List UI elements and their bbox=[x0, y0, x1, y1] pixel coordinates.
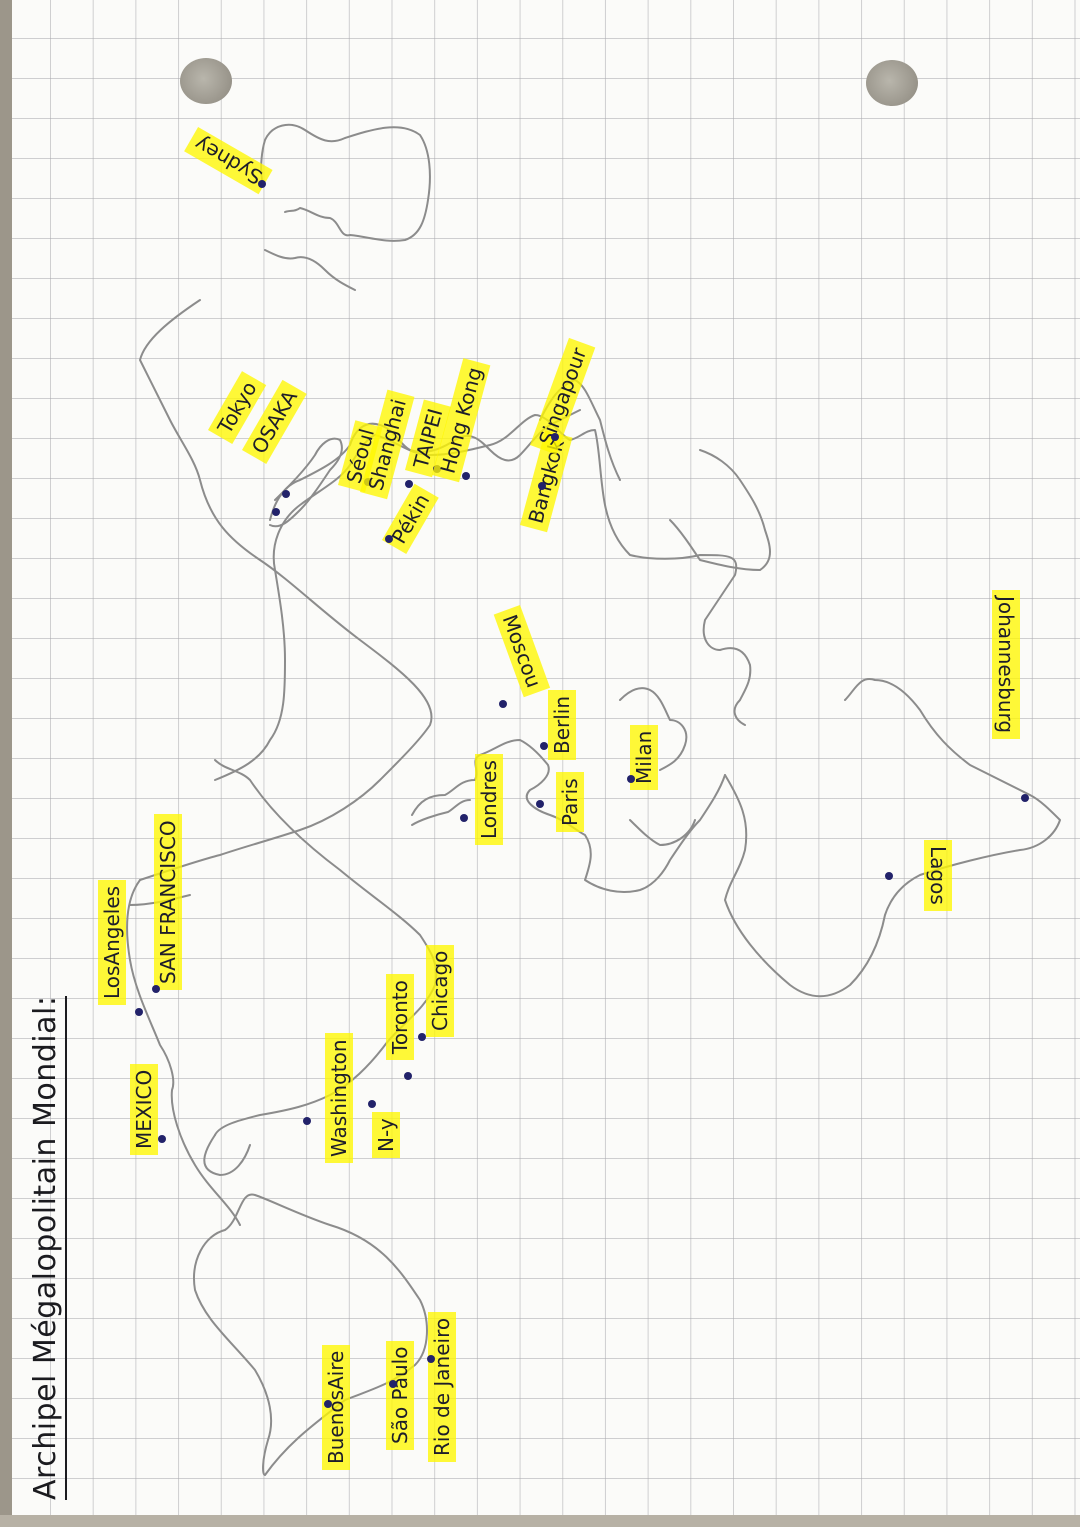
city-dot-hong-kong[interactable] bbox=[462, 472, 470, 480]
city-label-mexico: MEXICO bbox=[130, 1063, 158, 1155]
city-dot-milan[interactable] bbox=[627, 775, 635, 783]
city-label-new-york: N-y bbox=[372, 1112, 400, 1158]
punch-hole-icon bbox=[180, 58, 232, 104]
city-dot-washington[interactable] bbox=[303, 1117, 311, 1125]
city-label-san-francisco: SAN FRANCISCO bbox=[154, 814, 182, 990]
paper-bottom-edge bbox=[0, 1515, 1080, 1527]
city-label-washington: Washington bbox=[325, 1033, 353, 1163]
uk-outline bbox=[411, 799, 471, 826]
paper-left-edge bbox=[0, 0, 12, 1527]
city-label-toronto: Toronto bbox=[386, 974, 414, 1060]
city-label-paris: Paris bbox=[556, 772, 584, 832]
city-dot-londres[interactable] bbox=[460, 814, 468, 822]
city-dot-new-york[interactable] bbox=[368, 1100, 376, 1108]
city-dot-sydney[interactable] bbox=[258, 180, 266, 188]
city-dot-toronto[interactable] bbox=[404, 1072, 412, 1080]
city-dot-buenos-aires[interactable] bbox=[324, 1400, 332, 1408]
city-label-johannesburg: Johannesburg bbox=[992, 590, 1020, 740]
city-label-rio-de-janeiro: Rio de Janeiro bbox=[428, 1311, 456, 1462]
city-dot-mexico[interactable] bbox=[158, 1135, 166, 1143]
city-dot-pekin[interactable] bbox=[385, 535, 393, 543]
city-dot-chicago[interactable] bbox=[418, 1033, 426, 1041]
gulf-outline bbox=[203, 1134, 251, 1176]
city-dot-singapour[interactable] bbox=[551, 433, 559, 441]
punch-hole-icon bbox=[866, 60, 918, 106]
australia-outline bbox=[260, 123, 431, 242]
grid-paper bbox=[12, 0, 1080, 1515]
city-label-berlin: Berlin bbox=[548, 689, 576, 760]
city-dot-shanghai[interactable] bbox=[405, 480, 413, 488]
new-guinea-outline bbox=[264, 249, 356, 291]
central-america-outline bbox=[126, 879, 241, 1226]
city-dot-los-angeles[interactable] bbox=[135, 1008, 143, 1016]
city-label-chicago: Chicago bbox=[426, 944, 454, 1037]
city-dot-johannesburg[interactable] bbox=[1021, 794, 1029, 802]
city-dot-san-francisco[interactable] bbox=[152, 985, 160, 993]
city-dot-lagos[interactable] bbox=[885, 872, 893, 880]
eurasia-outline bbox=[214, 414, 752, 781]
city-dot-sao-paulo[interactable] bbox=[389, 1380, 397, 1388]
city-label-lagos: Lagos bbox=[924, 840, 952, 911]
city-dot-osaka[interactable] bbox=[282, 490, 290, 498]
south-america-outline bbox=[193, 1193, 428, 1476]
city-label-londres: Londres bbox=[475, 754, 503, 845]
city-label-los-angeles: LosAngeles bbox=[98, 879, 126, 1005]
city-dot-moscou[interactable] bbox=[499, 700, 507, 708]
japan-outline bbox=[269, 437, 343, 528]
city-dot-bangkok[interactable] bbox=[538, 482, 546, 490]
city-dot-berlin[interactable] bbox=[540, 742, 548, 750]
north-america-outline bbox=[139, 299, 433, 881]
italy-outline bbox=[619, 687, 696, 846]
city-dot-paris[interactable] bbox=[536, 800, 544, 808]
city-dot-tokyo[interactable] bbox=[272, 508, 280, 516]
page-title: Archipel Mégalopolitain Mondial: bbox=[28, 995, 67, 1500]
city-dot-rio-de-janeiro[interactable] bbox=[427, 1355, 435, 1363]
arabia-outline bbox=[669, 449, 771, 571]
city-label-sao-paulo: São Paulo bbox=[386, 1340, 414, 1450]
